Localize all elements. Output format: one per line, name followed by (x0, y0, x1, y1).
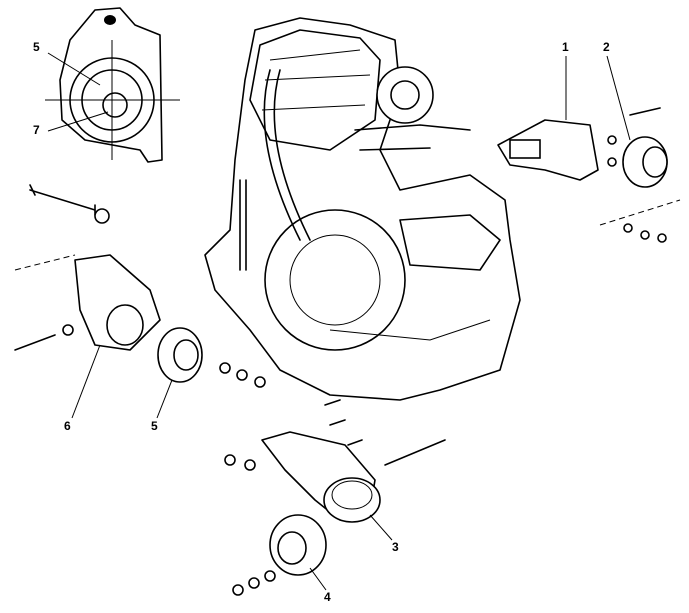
callout-6: 6 (64, 419, 71, 433)
callout-5: 5 (151, 419, 158, 433)
callout-4: 4 (324, 590, 331, 604)
callout-3: 3 (392, 540, 399, 554)
callout-1: 1 (562, 40, 569, 54)
engine-assembly (204, 17, 521, 401)
left-mount-parts (14, 184, 266, 419)
callout-2: 2 (603, 40, 610, 54)
right-mount-parts (497, 55, 681, 243)
callout-inset-7: 7 (33, 123, 40, 137)
rear-mount-parts (224, 399, 446, 596)
callout-inset-5: 5 (33, 40, 40, 54)
inset-mount-detail (45, 7, 180, 163)
